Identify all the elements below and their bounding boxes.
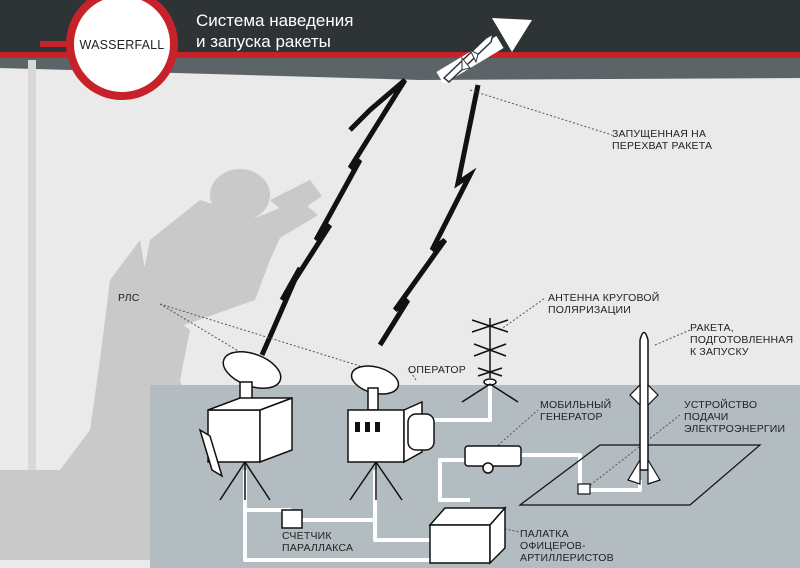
- pole: [28, 60, 36, 480]
- radar-unit-2: [347, 365, 435, 501]
- officers-tent: [428, 506, 507, 565]
- launched-rocket: [442, 32, 495, 83]
- label-tent: ПАЛАТКА ОФИЦЕРОВ- АРТИЛЛЕРИСТОВ: [520, 528, 614, 564]
- header-banner: [0, 0, 800, 52]
- parallax-counter: [281, 509, 303, 529]
- power-device: [577, 483, 591, 495]
- page-title: Система наведения и запуска ракеты: [196, 10, 353, 52]
- ready-rocket: [627, 331, 661, 485]
- ground-plane: [150, 385, 800, 568]
- badge-text: WASSERFALL: [79, 38, 165, 52]
- label-parallax: СЧЕТЧИК ПАРАЛЛАКСА: [282, 530, 354, 554]
- antenna: [461, 318, 519, 403]
- title-line-2: и запуска ракеты: [196, 32, 331, 51]
- label-antenna: АНТЕННА КРУГОВОЙ ПОЛЯРИЗАЦИИ: [548, 292, 660, 316]
- radio-beam-1: [259, 78, 408, 357]
- label-ready-rocket: РАКЕТА, ПОДГОТОВЛЕННАЯ К ЗАПУСКУ: [690, 322, 794, 358]
- radar-unit-1: [198, 351, 293, 501]
- mobile-generator: [464, 445, 522, 474]
- label-operator: ОПЕРАТОР: [408, 364, 466, 376]
- label-launched-rocket: ЗАПУЩЕННАЯ НА ПЕРЕХВАТ РАКЕТА: [612, 128, 713, 152]
- radio-beam-2: [377, 84, 481, 347]
- title-line-1: Система наведения: [196, 11, 354, 30]
- flight-arrow-head: [492, 18, 532, 52]
- leader-lines: [159, 89, 691, 533]
- launch-pad: [518, 444, 762, 506]
- label-power-device: УСТРОЙСТВО ПОДАЧИ ЭЛЕКТРОЭНЕРГИИ: [684, 399, 786, 435]
- label-radar: РЛС: [118, 292, 140, 304]
- header-band: [0, 52, 800, 80]
- label-generator: МОБИЛЬНЫЙ ГЕНЕРАТОР: [540, 399, 612, 423]
